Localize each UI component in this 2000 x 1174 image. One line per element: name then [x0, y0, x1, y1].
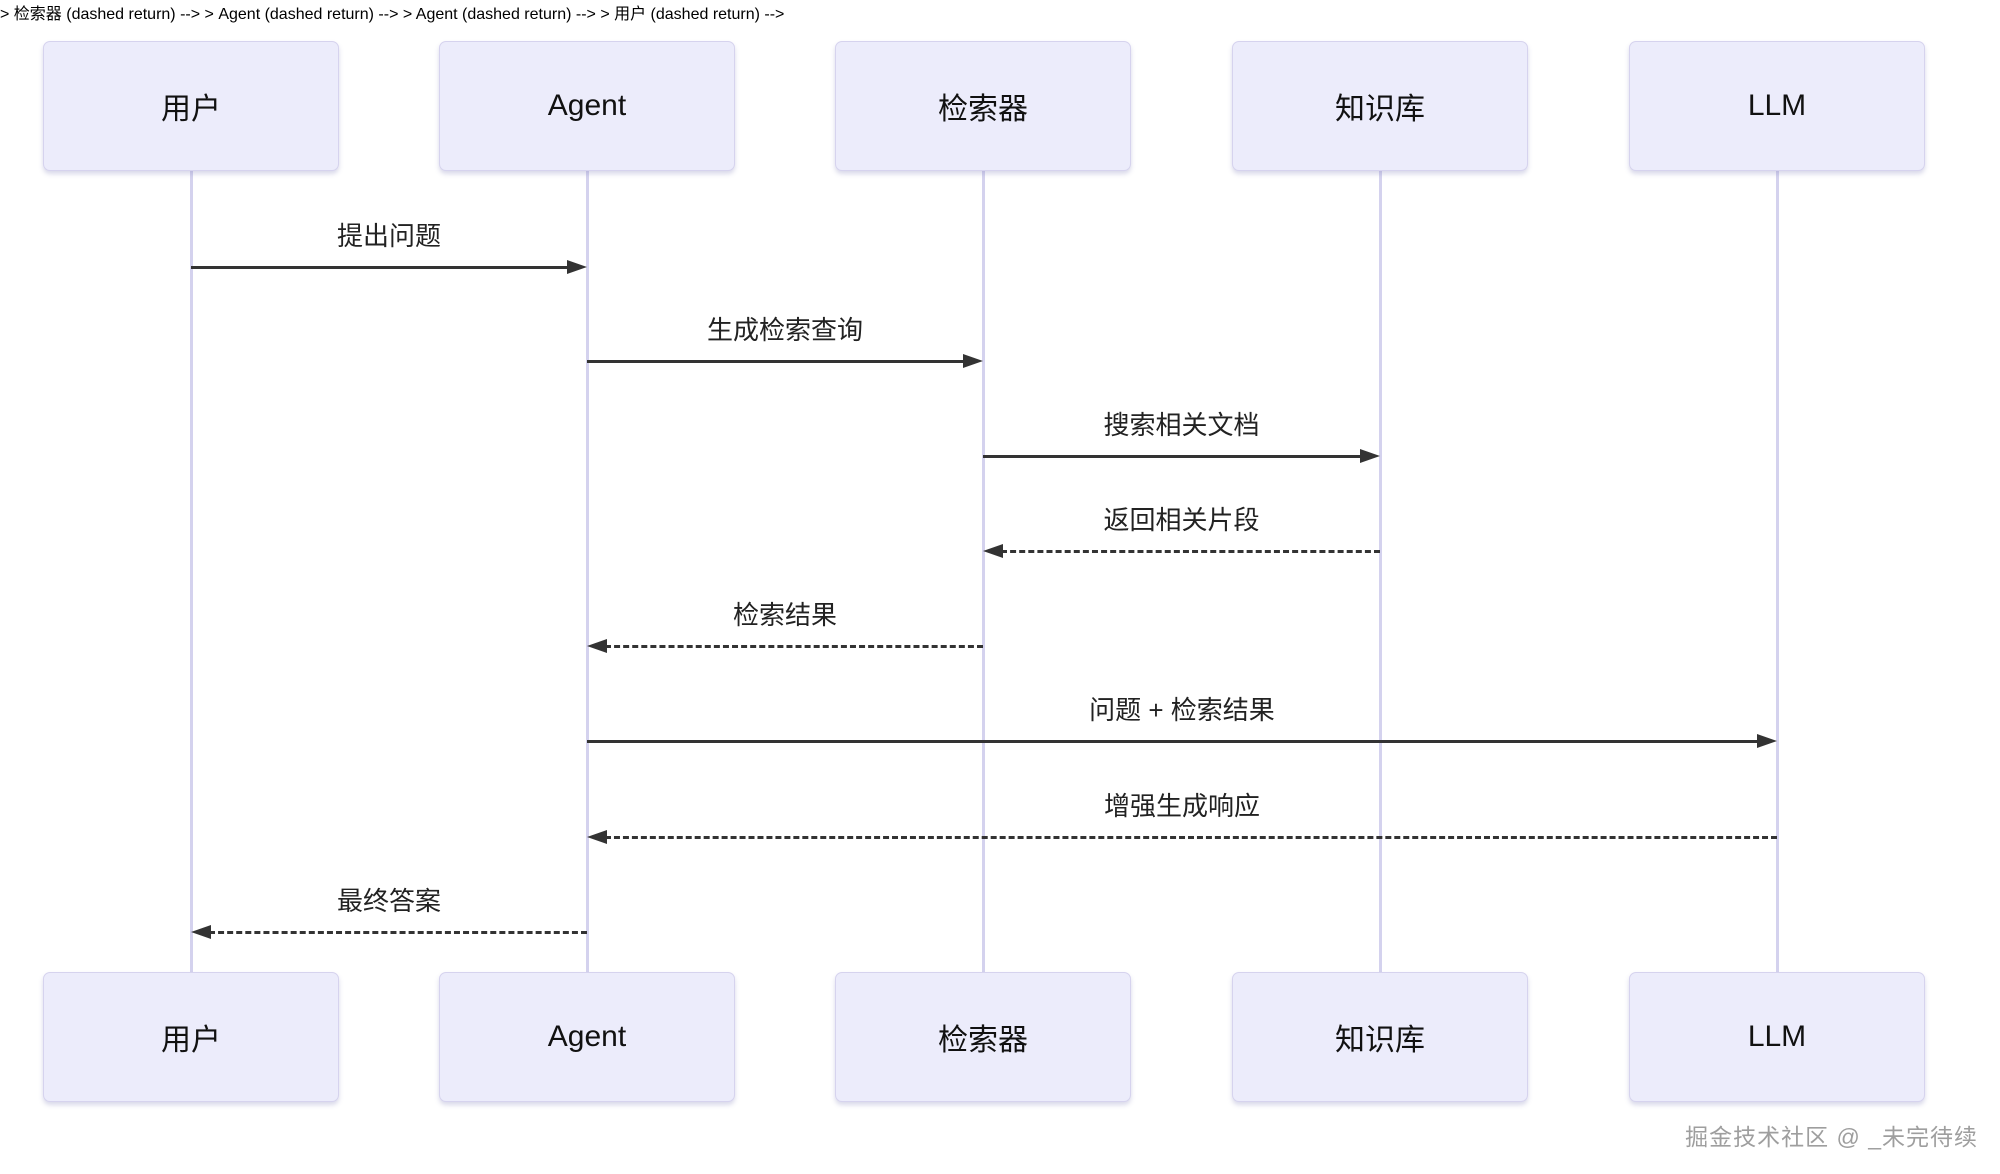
arrowhead-right-icon — [963, 354, 983, 368]
message-label: 问题 + 检索结果 — [1089, 695, 1275, 725]
message-label: 搜索相关文档 — [1103, 410, 1260, 440]
message-label: 生成检索查询 — [706, 315, 863, 345]
message-label: 增强生成响应 — [1103, 791, 1260, 821]
arrowhead-left-icon — [587, 639, 607, 653]
actor-top-llm: LLM — [1629, 41, 1925, 171]
arrowhead-left-icon — [191, 925, 211, 939]
message-label: 最终答案 — [336, 886, 441, 916]
actor-top-user: 用户 — [43, 41, 339, 171]
actor-label: LLM — [1747, 89, 1807, 122]
actor-bottom-knowledge-base: 知识库 — [1232, 972, 1528, 1102]
message-line — [587, 360, 965, 363]
message-label: 返回相关片段 — [1103, 505, 1260, 535]
message-line — [983, 455, 1362, 458]
lifeline-user — [190, 171, 193, 972]
arrowhead-left-icon — [983, 544, 1003, 558]
arrowhead-right-icon — [1757, 734, 1777, 748]
actor-label: 知识库 — [1335, 93, 1425, 126]
actor-top-retriever: 检索器 — [835, 41, 1131, 171]
lifeline-retriever — [982, 171, 985, 972]
actor-label: LLM — [1747, 1020, 1807, 1053]
message-line — [209, 931, 587, 934]
arrowhead-left-icon — [587, 830, 607, 844]
actor-label: 检索器 — [938, 93, 1028, 126]
message-line — [191, 266, 569, 269]
actor-top-agent: Agent — [439, 41, 735, 171]
message-line — [605, 836, 1777, 839]
message-line — [605, 645, 983, 648]
lifeline-llm — [1776, 171, 1779, 972]
actor-top-knowledge-base: 知识库 — [1232, 41, 1528, 171]
message-line — [1001, 550, 1380, 553]
arrowhead-right-icon — [1360, 449, 1380, 463]
actor-label: Agent — [547, 1020, 627, 1053]
actor-bottom-retriever: 检索器 — [835, 972, 1131, 1102]
actor-label: 知识库 — [1335, 1024, 1425, 1057]
message-label: 提出问题 — [336, 221, 441, 251]
actor-label: Agent — [547, 89, 627, 122]
message-line — [587, 740, 1759, 743]
actor-bottom-user: 用户 — [43, 972, 339, 1102]
actor-bottom-agent: Agent — [439, 972, 735, 1102]
lifeline-agent — [586, 171, 589, 972]
actor-label: 用户 — [161, 93, 221, 126]
actor-label: 检索器 — [938, 1024, 1028, 1057]
actor-label: 用户 — [161, 1024, 221, 1057]
arrowhead-right-icon — [567, 260, 587, 274]
actor-bottom-llm: LLM — [1629, 972, 1925, 1102]
lifeline-knowledge-base — [1379, 171, 1382, 972]
watermark: 掘金技术社区 @ _未完待续 — [1685, 1124, 1978, 1150]
message-label: 检索结果 — [732, 600, 837, 630]
